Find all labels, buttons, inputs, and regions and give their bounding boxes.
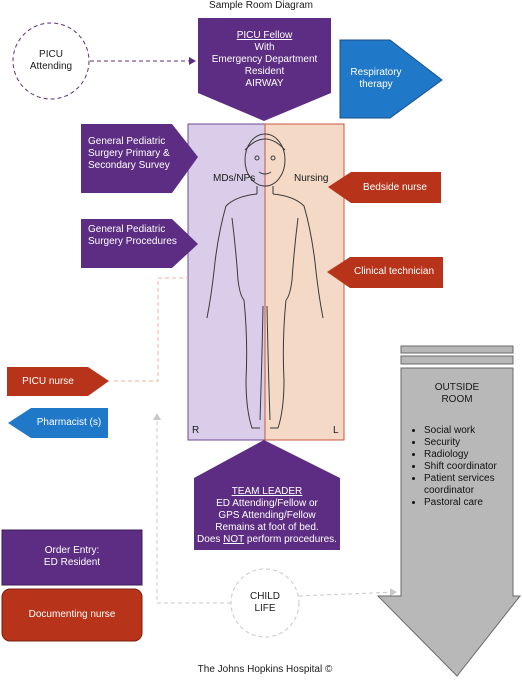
team-leader-line4a: Does [197, 534, 224, 545]
child-life-to-outside-line [298, 588, 397, 597]
outside-room-item: Shift coordinator [424, 461, 520, 473]
team-leader-label: TEAM LEADER ED Attending/Fellow or GPS A… [194, 486, 340, 546]
pharmacist-label: Pharmacist (s) [36, 417, 102, 428]
gps-procedures-shape [81, 219, 198, 268]
order-entry-box [1, 529, 143, 586]
picu-fellow-label: PICU Fellow With Emergency Department Re… [198, 30, 331, 90]
team-leader-line1: ED Attending/Fellow or [216, 498, 318, 509]
bed-nursing-label: Nursing [294, 173, 329, 184]
clinical-technician-shape [327, 257, 443, 288]
diagram-title: Sample Room Diagram [209, 0, 313, 11]
bed-l-label: L [333, 425, 339, 436]
bedside-nurse-label: Bedside nurse [363, 182, 427, 193]
team-leader-not: NOT [223, 534, 245, 545]
order-entry-label: Order Entry: ED Resident [2, 545, 142, 569]
clinical-technician-label: Clinical technician [353, 266, 435, 277]
child-life-line1: CHILD [249, 591, 280, 602]
gps-survey-label: General Pediatric Surgery Primary & Seco… [88, 136, 170, 171]
outside-bar-1 [400, 345, 514, 354]
pharmacist-shape [8, 408, 108, 438]
bed-right-half [264, 123, 345, 441]
picu-fellow-line1: PICU Fellow [236, 30, 293, 41]
outside-room-item: Patient services coordinator [424, 473, 520, 497]
child-figure [206, 133, 324, 429]
team-leader-heading: TEAM LEADER [231, 486, 303, 497]
order-entry-line2: ED Resident [43, 557, 101, 568]
bed-left-half [187, 123, 266, 441]
bedside-nurse-shape [328, 172, 441, 203]
picu-fellow-line2: With [254, 42, 275, 53]
picu-fellow-line5: AIRWAY [245, 78, 284, 89]
picu-fellow-shape [198, 18, 331, 121]
outside-bar-2 [400, 355, 514, 365]
picu-fellow-line3: Emergency Department [211, 54, 318, 65]
outside-room-list: Social work Security Radiology Shift coo… [410, 425, 520, 509]
team-leader-line2: GPS Attending/Fellow [218, 510, 316, 521]
outside-room-item: Pastoral care [424, 497, 520, 509]
team-leader-line4c: perform procedures. [244, 534, 337, 545]
outside-room-heading: OUTSIDE ROOM [401, 382, 513, 406]
picu-nurse-shape [7, 367, 109, 396]
outside-room-line2: ROOM [441, 394, 473, 405]
picu-nurse-label: PICU nurse [22, 376, 74, 387]
child-life-label: CHILD LIFE [240, 591, 290, 615]
documenting-nurse-label: Documenting nurse [28, 609, 116, 620]
outside-room-item: Social work [424, 425, 520, 437]
gps-procedures-label: General Pediatric Surgery Procedures [88, 224, 177, 247]
team-leader-line3: Remains at foot of bed. [215, 522, 319, 533]
outside-room-item: Radiology [424, 449, 520, 461]
bed-r-label: R [192, 425, 200, 436]
outside-room-item: Security [424, 437, 520, 449]
bed-mds-label: MDs/NPs [213, 173, 256, 184]
gps-survey-shape [81, 124, 198, 193]
team-leader-line4: Does NOT perform procedures. [194, 534, 340, 546]
picu-attending-label: PICU Attending [29, 49, 73, 72]
picu-attending-circle [12, 22, 90, 100]
respiratory-shape [339, 39, 443, 119]
team-leader-shape [194, 440, 340, 550]
documenting-nurse-box [1, 588, 143, 642]
child-life-line2: LIFE [254, 603, 276, 614]
outside-room-arrow [376, 367, 522, 677]
picu-nurse-dashed-line [114, 277, 188, 382]
respiratory-label: Respiratory therapy [350, 67, 402, 90]
footer-copyright: The Johns Hopkins Hospital © [197, 664, 333, 675]
child-life-to-bed-line [153, 413, 231, 604]
order-entry-line1: Order Entry: [44, 545, 100, 556]
outside-room-line1: OUTSIDE [434, 382, 480, 393]
picu-fellow-line4: Resident [244, 66, 285, 77]
